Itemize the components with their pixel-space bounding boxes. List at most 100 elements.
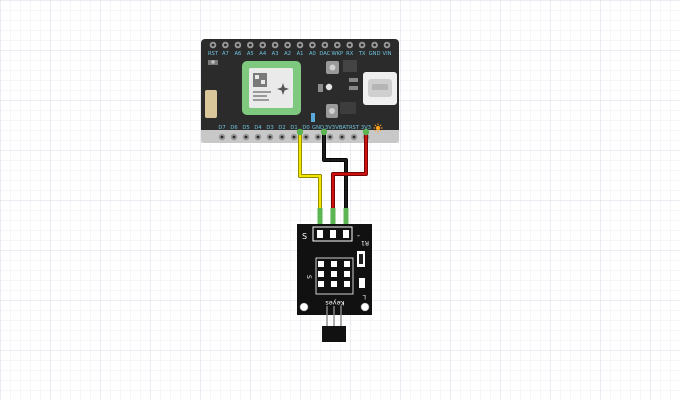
pin-label-vin: VIN [383, 51, 392, 57]
wire-signal[interactable] [298, 132, 322, 230]
pin-label-d1: D1 [290, 125, 297, 131]
status-led-icon [311, 113, 315, 122]
pin-label-a7: A7 [222, 51, 229, 57]
pin-label-a6: A6 [234, 51, 241, 57]
pin-hole-center [256, 135, 260, 139]
pin-hole-center [348, 43, 352, 47]
pin-label-d7: D7 [218, 125, 225, 131]
pin-hole-center [352, 135, 356, 139]
temperature-sensor-icon [322, 306, 346, 342]
pin-hole-center [268, 135, 272, 139]
pin-hole-center [236, 43, 240, 47]
reset-button-cap [329, 108, 335, 114]
top-pin-header [209, 41, 391, 49]
temperature-sensor-module[interactable]: S - R1 S L Keyes [297, 224, 372, 342]
sun-marker-icon [373, 123, 383, 133]
u-fl-antenna-icon [208, 60, 218, 65]
resistor-label: R1 [361, 239, 369, 246]
pin-hole-center [224, 43, 227, 47]
pin-hole-center [232, 135, 236, 139]
pin-label-a2: A2 [284, 51, 291, 57]
mount-hole [299, 302, 309, 312]
pin-label-wkp: WKP [331, 51, 343, 57]
pin-label-d4: D4 [254, 125, 262, 131]
pin-label-3v3: 3V3 [325, 125, 335, 131]
pin-hole-center [220, 135, 224, 139]
pin-hole-center [244, 135, 248, 139]
pin-label-a5: A5 [247, 51, 254, 57]
pin-hole-center [280, 135, 284, 139]
wire-end-ground [343, 208, 349, 224]
pin-label-rst: RST [208, 51, 219, 57]
pin-label-rst: RST [349, 125, 360, 131]
pin-hole-center [335, 43, 339, 47]
pin-hole-center [316, 135, 320, 139]
ic-chip-icon [343, 60, 357, 72]
pin-label-a0: A0 [309, 51, 316, 57]
pin-hole-center [340, 135, 344, 139]
sensor-silk-label: S [305, 275, 312, 279]
module-led-icon [359, 278, 365, 288]
pin-hole-center [385, 43, 389, 47]
wire-ground[interactable] [322, 132, 348, 230]
resistor-icon [349, 78, 358, 82]
sensor-minus-label: - [357, 231, 360, 240]
pin-hole-center [211, 43, 215, 47]
sensor-side-label: L [362, 293, 366, 300]
regulator-icon [340, 102, 356, 114]
pin-label-d6: D6 [230, 125, 237, 131]
resistor-r1-body [359, 254, 363, 264]
pin-contact-gnd [320, 128, 328, 136]
wifi-module-icon [242, 61, 301, 115]
wire-end-power [330, 208, 336, 224]
pin-contact-3v3 [362, 128, 370, 136]
pin-label-d2: D2 [278, 125, 285, 131]
pin-label-gnd: GND [312, 125, 324, 131]
sensor-brand-label: Keyes [325, 299, 345, 307]
mount-hole-2 [360, 302, 370, 312]
pin-label-tx: TX [358, 51, 366, 57]
pin-hole-center [304, 135, 308, 139]
pin-label-a4: A4 [259, 51, 267, 57]
module-pcb [297, 224, 372, 315]
pin-hole-center [328, 135, 332, 139]
particle-star-icon [277, 83, 289, 95]
chip-antenna-icon [205, 90, 217, 118]
pin-hole-center [323, 43, 327, 47]
pin-label-a3: A3 [272, 51, 279, 57]
sensor-signal-label: S [302, 232, 307, 241]
pin-hole-center [311, 43, 314, 47]
pin-hole-center [261, 43, 265, 47]
pin-label-d3: D3 [266, 125, 273, 131]
wire-power[interactable] [331, 132, 368, 230]
resistor-icon-2 [349, 86, 358, 90]
pin-label-d5: D5 [242, 125, 249, 131]
pin-hole-center [360, 43, 364, 47]
capacitor-icon [318, 84, 323, 92]
pin-label-d0: D0 [302, 125, 309, 131]
sensor-pad-grid [315, 257, 354, 295]
pin-label-vbat: VBAT [335, 125, 349, 131]
pin-hole-center [248, 43, 252, 47]
usb-port-icon[interactable] [363, 72, 397, 105]
pin-label-gnd: GND [369, 51, 381, 57]
pin-hole-center [286, 43, 289, 47]
pin-label-rx: RX [346, 51, 354, 57]
wire-end-signal [317, 208, 323, 224]
pin-contact-d2 [296, 128, 304, 136]
pin-hole-center [298, 43, 302, 47]
pin-label-dac: DAC [319, 51, 330, 57]
pin-hole-center [292, 135, 296, 139]
pin-label-a1: A1 [297, 51, 304, 57]
pin-label-3v3: 3V3 [361, 125, 371, 131]
header-pin-icon [312, 226, 353, 242]
pin-hole-center [373, 43, 376, 47]
setup-button-cap [329, 64, 336, 71]
pin-hole-center [273, 43, 277, 47]
rgb-led-icon [325, 83, 333, 91]
